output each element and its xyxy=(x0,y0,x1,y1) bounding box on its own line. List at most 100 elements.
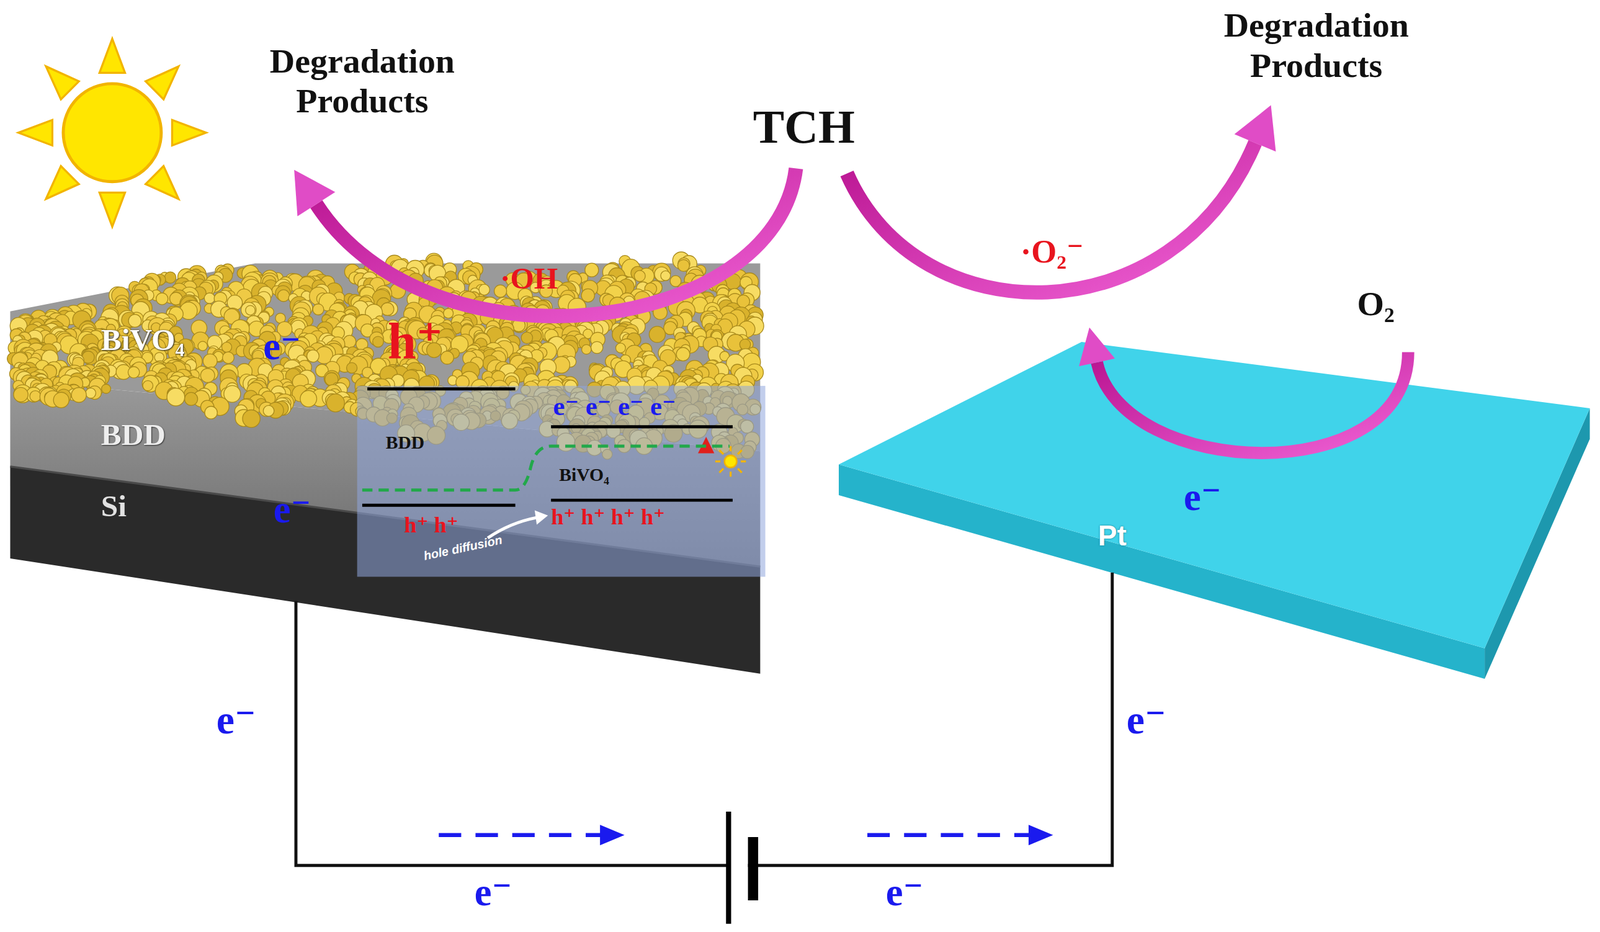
bivo4-particle xyxy=(521,331,533,344)
sun-ray xyxy=(145,166,179,200)
pt-cathode xyxy=(838,341,1591,679)
electron-flow-head xyxy=(1028,824,1053,845)
diffusion-arrowhead xyxy=(534,510,548,525)
bivo4-particle xyxy=(263,405,274,416)
radical-label: ·O₂⁻ xyxy=(1020,232,1084,271)
bivo4-particle xyxy=(101,384,112,394)
band-diagram-panel: BDDBiVO₄e⁻ e⁻ e⁻ e⁻h⁺ h⁺h⁺ h⁺ h⁺ h⁺hole … xyxy=(357,385,766,577)
sun-ray xyxy=(99,192,125,227)
bivo4-particle xyxy=(197,341,208,351)
bivo4-particle xyxy=(660,270,671,281)
band-label: BDD xyxy=(385,431,425,453)
bivo4-particle xyxy=(478,284,490,295)
band-diagram-inset xyxy=(357,385,766,577)
excitation-arrow xyxy=(703,451,709,491)
electron-flow-arrow xyxy=(867,832,1031,837)
bivo4-particle xyxy=(581,288,595,302)
product-label: Degradation Products xyxy=(229,40,496,121)
electrode-layer: BDD xyxy=(96,413,170,457)
electron-label: e⁻ xyxy=(273,487,312,533)
bivo4-particle xyxy=(590,341,603,354)
bivo4-particle xyxy=(184,392,198,406)
arc-arrowhead xyxy=(294,169,336,217)
arc-arrowhead xyxy=(1234,105,1277,152)
oxidation-arc xyxy=(316,168,796,316)
electron-label: e⁻ xyxy=(1183,475,1222,520)
bivo4-particle xyxy=(648,326,666,343)
bivo4-particle xyxy=(13,387,28,402)
bivo4-particle xyxy=(343,335,356,348)
bivo4-particle xyxy=(676,347,690,362)
battery-gap xyxy=(730,853,749,878)
sun-disc xyxy=(63,83,162,182)
bivo4-particle xyxy=(53,392,69,408)
product-label: Degradation Products xyxy=(1183,4,1450,85)
sun-ray xyxy=(18,119,53,146)
bivo4-particle xyxy=(29,390,41,403)
oxygen-label: O₂ xyxy=(1357,283,1395,324)
sun-ray xyxy=(99,39,125,74)
bivo4-particle xyxy=(200,368,215,383)
bivo4-particle xyxy=(677,259,690,272)
sun-ray xyxy=(45,166,79,200)
battery-long-plate xyxy=(725,811,731,924)
radical-label: ·OH xyxy=(500,261,558,297)
hole-row: h⁺ h⁺ h⁺ h⁺ xyxy=(550,504,666,531)
bivo4-particle xyxy=(142,380,153,391)
reaction-arrows xyxy=(294,105,1409,453)
bivo4-particle xyxy=(164,271,176,283)
electron-flow-arrow xyxy=(438,832,602,837)
mini-sun xyxy=(724,455,738,468)
band-edge xyxy=(362,503,516,507)
electron-row: e⁻ e⁻ e⁻ e⁻ xyxy=(552,390,676,422)
arc-arrowhead xyxy=(1078,327,1115,367)
band-edge xyxy=(367,387,515,391)
pollutant-label: TCH xyxy=(753,99,855,154)
bivo4-particle xyxy=(346,362,358,373)
electron-label: e⁻ xyxy=(474,870,513,916)
hole-label: h⁺ xyxy=(387,312,443,371)
reduction-arc xyxy=(1096,352,1409,453)
bivo4-particle xyxy=(204,406,218,419)
bivo4-particle xyxy=(245,305,255,315)
pt-top-face xyxy=(838,341,1591,649)
bivo4-particle xyxy=(312,303,324,316)
electron-label: e⁻ xyxy=(263,324,301,370)
band-edge xyxy=(550,424,733,429)
bivo4-particle xyxy=(166,388,185,407)
bivo4-particle xyxy=(634,270,646,282)
bivo4-particle xyxy=(372,336,384,347)
sun-ray xyxy=(45,66,79,100)
sun-icon xyxy=(18,39,207,228)
bivo4-particle xyxy=(443,308,454,319)
diffusion-note: hole diffusion xyxy=(421,532,504,563)
bivo4-particle xyxy=(242,410,260,428)
electron-label: e⁻ xyxy=(1126,696,1167,744)
bivo4-particle xyxy=(156,292,169,305)
electron-flow-head xyxy=(599,824,625,845)
sun-ray xyxy=(145,66,179,100)
bivo4-particle xyxy=(222,351,235,364)
band-edge xyxy=(550,498,733,502)
sun-ray xyxy=(171,119,206,146)
hole-row: h⁺ h⁺ xyxy=(403,512,458,539)
bivo4-particle xyxy=(739,338,751,350)
superoxide-arc xyxy=(846,142,1256,293)
electrode-plate: Pt xyxy=(1061,515,1164,573)
bivo4-particle xyxy=(127,366,139,378)
layer-name: BiVO₄ xyxy=(101,322,185,358)
bivo4-particle xyxy=(71,387,87,403)
inset-panel xyxy=(357,385,766,577)
bivo4-particle xyxy=(277,289,290,302)
electron-label: e⁻ xyxy=(885,870,924,916)
battery-short-plate xyxy=(748,836,759,901)
fermi-level xyxy=(362,446,730,491)
circuit-wire xyxy=(295,572,1113,866)
bivo4-particle xyxy=(652,263,671,282)
electron-label: e⁻ xyxy=(216,696,257,744)
layer-name: BDD xyxy=(101,417,166,453)
electrode-name: Pt xyxy=(1065,519,1159,553)
bivo4-particle xyxy=(581,344,592,354)
bivo4-particle xyxy=(326,393,345,412)
